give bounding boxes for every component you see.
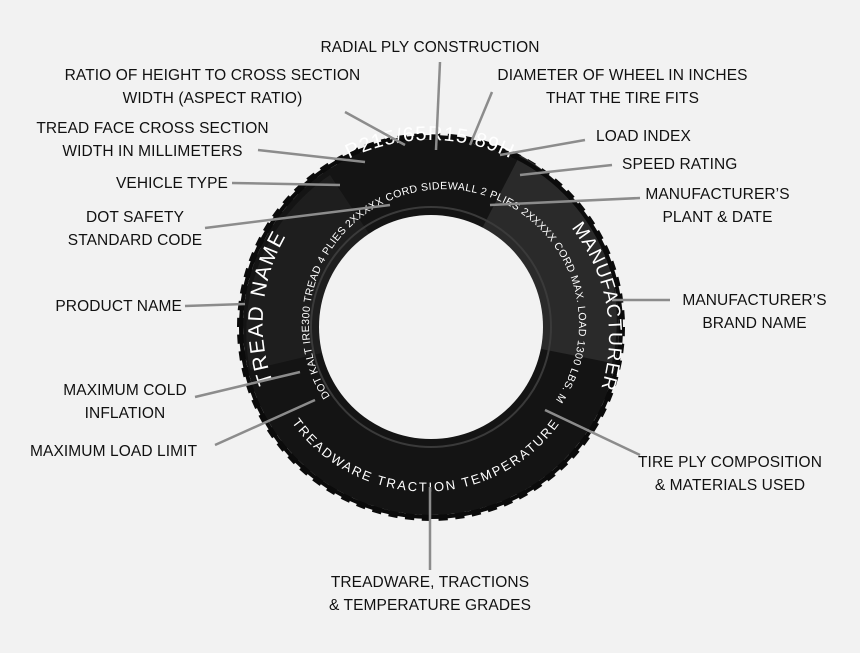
label-wheel-diameter: DIAMETER OF WHEEL IN INCHES THAT THE TIR… <box>497 67 748 107</box>
label-ply-composition: TIRE PLY COMPOSITION & MATERIALS USED <box>637 454 822 494</box>
leader-dot-code <box>204 203 391 230</box>
bead-ring <box>310 206 552 448</box>
label-tread-width: TREAD FACE CROSS SECTION WIDTH IN MILLIM… <box>36 120 269 160</box>
label-speed-rating: SPEED RATING <box>622 156 738 173</box>
leader-aspect-ratio <box>344 110 406 147</box>
leader-radial-ply <box>434 61 442 151</box>
leader-speed-rating <box>519 163 613 177</box>
label-radial-ply: RADIAL PLY CONSTRUCTION <box>320 39 540 56</box>
label-cold-inflation: MAXIMUM COLD INFLATION <box>63 382 187 422</box>
label-load-limit: MAXIMUM LOAD LIMIT <box>30 443 198 460</box>
label-plant-date: MANUFACTURER’S PLANT & DATE <box>645 186 790 226</box>
leader-load-limit <box>214 398 316 447</box>
label-dot-code: DOT SAFETY STANDARD CODE <box>67 209 203 249</box>
leader-load-index <box>499 138 586 157</box>
label-utqg: TREADWARE, TRACTIONS & TEMPERATURE GRADE… <box>328 574 532 614</box>
label-load-index: LOAD INDEX <box>596 128 691 145</box>
leader-wheel-diameter <box>468 91 494 146</box>
label-aspect-ratio: RATIO OF HEIGHT TO CROSS SECTION WIDTH (… <box>64 67 361 107</box>
label-product-name: PRODUCT NAME <box>55 298 182 315</box>
leader-plant-date <box>489 196 641 207</box>
wheel-opening <box>319 215 543 439</box>
label-brand-name: MANUFACTURER’S BRAND NAME <box>682 292 827 332</box>
leader-vehicle-type <box>231 181 341 187</box>
leader-product-name <box>184 302 246 308</box>
leader-tread-width <box>257 148 366 164</box>
leader-cold-inflation <box>194 370 301 399</box>
label-vehicle-type: VEHICLE TYPE <box>115 175 228 192</box>
leader-lines <box>184 61 670 570</box>
leader-ply-composition <box>544 408 641 457</box>
